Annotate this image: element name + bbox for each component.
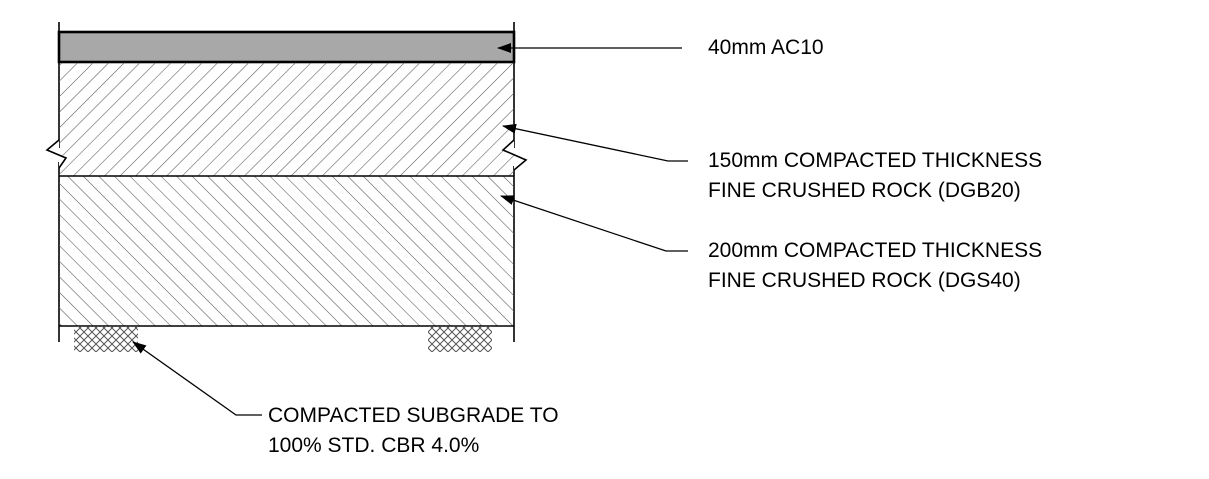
- subgrade-patch-right: [428, 326, 492, 352]
- right-break-symbol: [501, 139, 528, 171]
- layer-dgs40: [59, 176, 514, 326]
- label-subgrade: COMPACTED SUBGRADE TO 100% STD. CBR 4.0%: [268, 401, 559, 461]
- subgrade-patch-left: [74, 326, 138, 352]
- leader-dgb20: [502, 123, 688, 162]
- label-subgrade-line-2: 100% STD. CBR 4.0%: [268, 434, 480, 457]
- label-ac10-line-1: 40mm AC10: [708, 36, 824, 59]
- layer-ac10: [57, 30, 516, 64]
- leader-dgs40: [500, 195, 688, 252]
- label-ac10: 40mm AC10: [708, 33, 824, 63]
- layer-dgb20: [59, 62, 514, 176]
- label-dgb20-line-2: FINE CRUSHED ROCK (DGB20): [708, 179, 1021, 202]
- label-dgs40-line-2: FINE CRUSHED ROCK (DGS40): [708, 269, 1021, 292]
- label-dgb20-line-1: 150mm COMPACTED THICKNESS: [708, 149, 1043, 172]
- label-dgs40-line-1: 200mm COMPACTED THICKNESS: [708, 239, 1043, 262]
- label-dgs40: 200mm COMPACTED THICKNESS FINE CRUSHED R…: [708, 236, 1042, 296]
- left-break-symbol: [45, 139, 68, 169]
- leader-subgrade: [132, 341, 262, 416]
- label-dgb20: 150mm COMPACTED THICKNESS FINE CRUSHED R…: [708, 146, 1042, 206]
- label-subgrade-line-1: COMPACTED SUBGRADE TO: [268, 404, 559, 427]
